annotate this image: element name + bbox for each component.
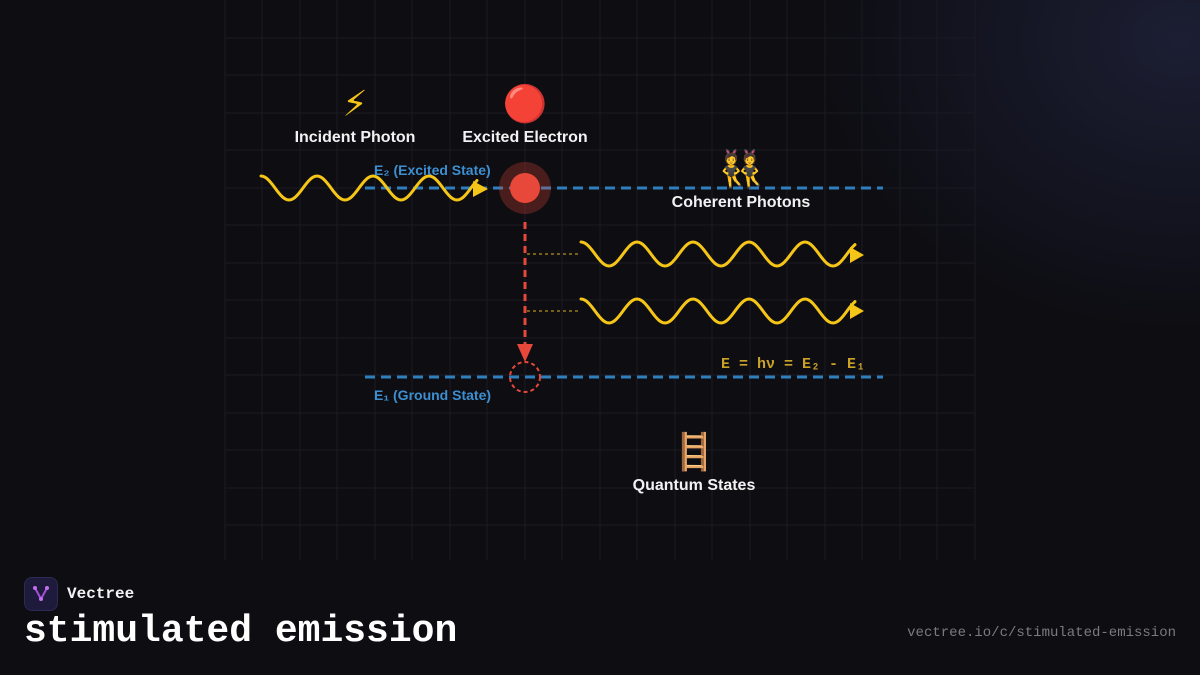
quantum-states-label: Quantum States <box>633 477 756 494</box>
page-title: stimulated emission <box>24 610 458 653</box>
energy-equation: E = hν = E₂ - E₁ <box>721 356 865 373</box>
incident-photon-label: Incident Photon <box>295 129 416 146</box>
ground-state-label: E₁ (Ground State) <box>374 387 491 403</box>
brand: Vectree <box>24 577 134 611</box>
excited-state-label: E₂ (Excited State) <box>374 162 491 178</box>
excited-electron <box>510 173 540 203</box>
vectree-logo-icon <box>24 577 58 611</box>
coherent-photon-wave-2 <box>579 297 857 325</box>
coherent-photon-arrowhead-1 <box>850 247 864 263</box>
twins-icon: 👯 <box>719 148 764 190</box>
coherent-photons-label: Coherent Photons <box>672 194 811 211</box>
incident-photon-arrowhead <box>473 181 488 197</box>
ground-state-electron-position <box>509 361 541 393</box>
excited-electron-label: Excited Electron <box>462 129 587 146</box>
coherent-photon-arrowhead-2 <box>850 303 864 319</box>
background-grid <box>224 0 976 560</box>
incident-photon-wave <box>259 174 479 202</box>
coherent-photon-wave-1 <box>579 240 857 268</box>
red-circle-icon: 🔴 <box>503 83 548 125</box>
ladder-icon: 🪜 <box>672 431 717 473</box>
page-url: vectree.io/c/stimulated-emission <box>907 625 1176 641</box>
brand-name: Vectree <box>67 585 135 603</box>
transition-arrowhead <box>517 344 533 362</box>
lightning-bolt-icon: ⚡ <box>342 84 367 125</box>
